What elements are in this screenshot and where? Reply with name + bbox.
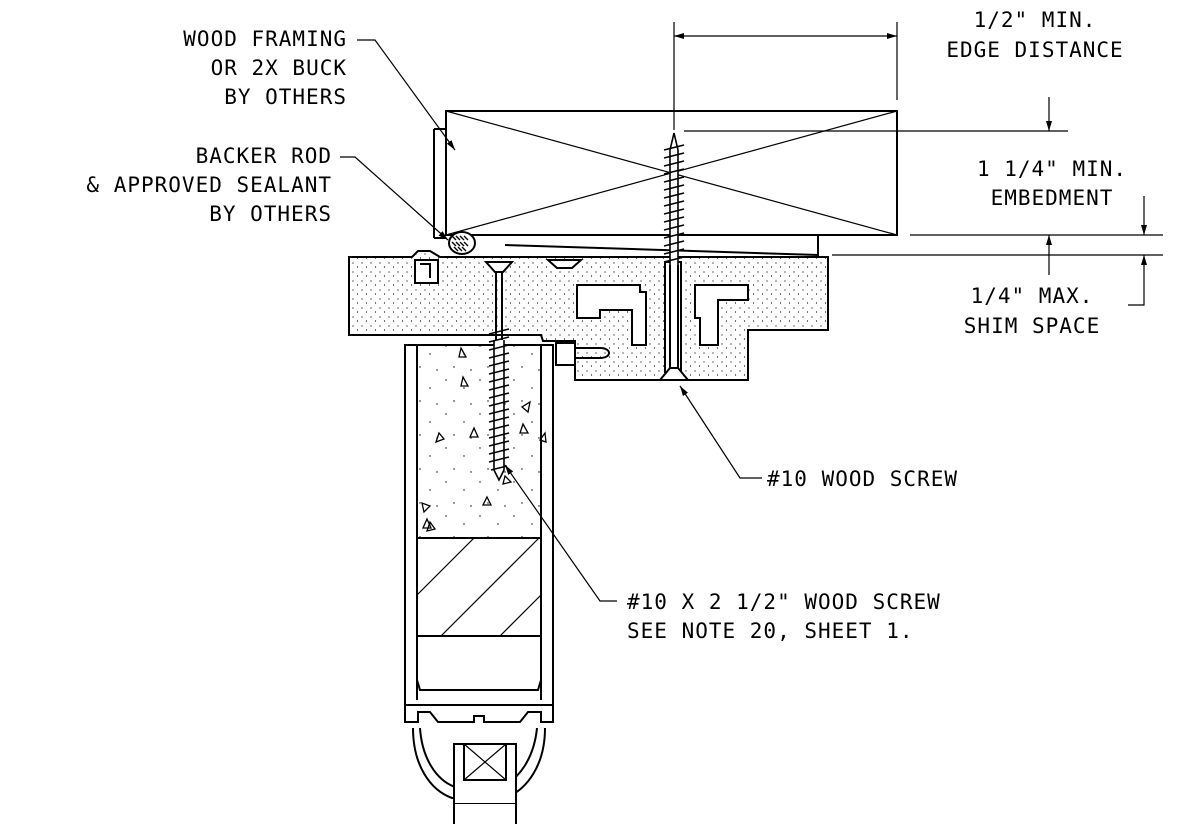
label-backer-rod: BACKER ROD & APPROVED SEALANT BY OTHERS: [86, 144, 332, 226]
label-line: OR 2X BUCK: [211, 56, 347, 80]
wood-screw-10: [657, 132, 691, 381]
label-line: & APPROVED SEALANT: [86, 173, 332, 197]
label-line: #10 X 2 1/2" WOOD SCREW: [627, 590, 941, 614]
label-line: SHIM SPACE: [964, 314, 1100, 338]
dimension-lines: [673, 22, 1163, 306]
backer-rod: [448, 231, 476, 255]
label-line: EDGE DISTANCE: [946, 38, 1123, 62]
wood-buck: [433, 110, 898, 257]
label-line: 1 1/4" MIN.: [977, 157, 1127, 181]
label-edge-distance: 1/2" MIN. EDGE DISTANCE: [946, 8, 1123, 62]
label-line: BACKER ROD: [196, 144, 332, 168]
label-line: SEE NOTE 20, SHEET 1.: [627, 619, 914, 643]
label-line: BY OTHERS: [224, 85, 347, 109]
leader-lines: [340, 39, 762, 602]
sill-assembly: [404, 342, 610, 824]
label-line: BY OTHERS: [209, 202, 332, 226]
label-shim-space: 1/4" MAX. SHIM SPACE: [964, 284, 1100, 338]
label-wood-framing: WOOD FRAMING OR 2X BUCK BY OTHERS: [183, 27, 347, 109]
label-line: #10 WOOD SCREW: [767, 467, 958, 491]
label-line: EMBEDMENT: [991, 186, 1114, 210]
label-wood-screw-10: #10 WOOD SCREW: [767, 467, 958, 491]
label-line: 1/4" MAX.: [971, 284, 1094, 308]
label-embedment: 1 1/4" MIN. EMBEDMENT: [977, 157, 1127, 210]
wood-screw-long: [483, 261, 515, 482]
label-line: 1/2" MIN.: [974, 8, 1097, 32]
label-wood-screw-long: #10 X 2 1/2" WOOD SCREW SEE NOTE 20, SHE…: [627, 590, 941, 643]
label-line: WOOD FRAMING: [183, 27, 347, 51]
